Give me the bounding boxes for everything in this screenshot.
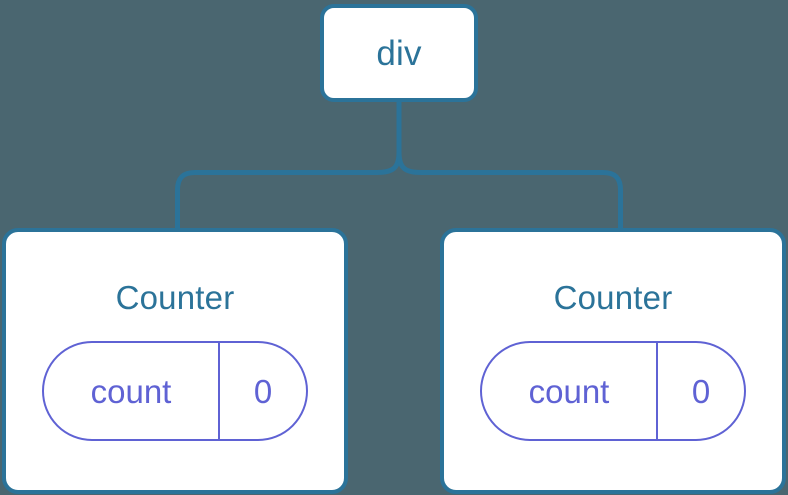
state-key-right: count <box>482 343 658 439</box>
node-div-label: div <box>376 33 422 73</box>
state-pill-left[interactable]: count 0 <box>42 341 308 441</box>
state-value-right: 0 <box>691 372 711 410</box>
node-counter-right[interactable]: Counter count 0 <box>440 228 786 494</box>
node-counter-left[interactable]: Counter count 0 <box>2 228 348 494</box>
edge-right-branch <box>396 151 623 230</box>
node-counter-right-label: Counter <box>553 279 673 316</box>
node-counter-left-label: Counter <box>115 279 235 316</box>
node-div[interactable]: div <box>320 4 478 102</box>
edge-left-branch <box>175 151 402 230</box>
state-pill-right[interactable]: count 0 <box>480 341 746 441</box>
state-key-left: count <box>44 343 220 439</box>
state-value-left: 0 <box>253 372 273 410</box>
